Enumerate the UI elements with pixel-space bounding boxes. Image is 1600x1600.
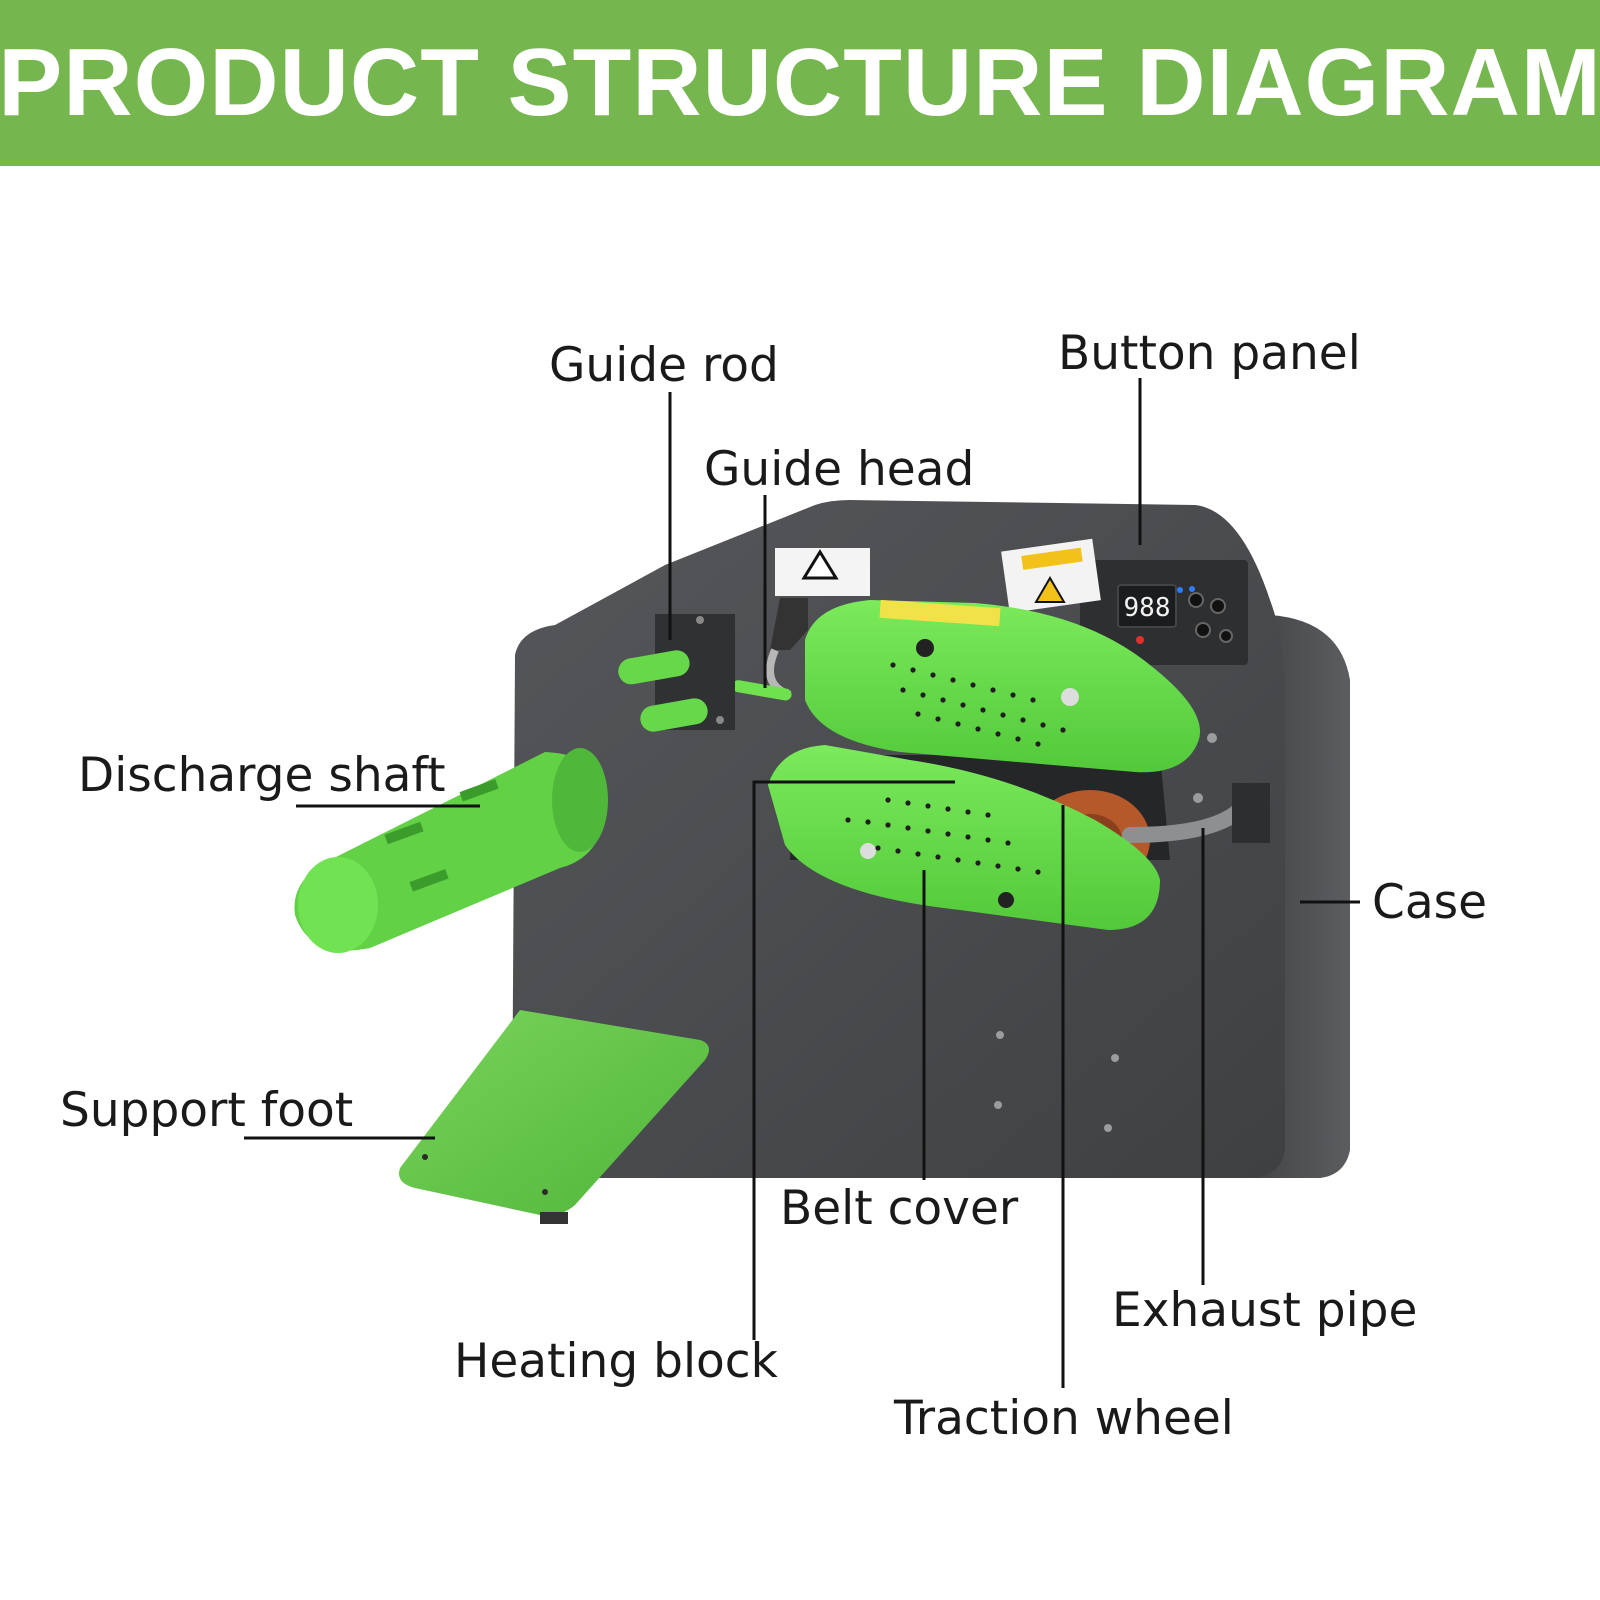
support-foot <box>399 1010 709 1216</box>
label-traction-wheel: Traction wheel <box>894 1391 1234 1446</box>
label-case: Case <box>1372 875 1488 930</box>
warning-sticker-icon <box>775 548 870 596</box>
label-belt-cover: Belt cover <box>780 1181 1019 1236</box>
display-readout: 988 <box>1124 593 1171 623</box>
vent-holes <box>845 662 1066 875</box>
guide-head <box>770 598 808 650</box>
label-guide-rod: Guide rod <box>549 338 779 393</box>
label-exhaust-pipe: Exhaust pipe <box>1112 1283 1418 1338</box>
label-guide-head: Guide head <box>704 442 975 497</box>
label-heating-block: Heating block <box>454 1334 778 1389</box>
leader-lines <box>244 378 1360 1388</box>
guide-rod <box>618 650 690 685</box>
belt-cover-upper <box>805 600 1200 773</box>
warning-sticker-icon <box>1001 538 1101 613</box>
label-discharge-shaft: Discharge shaft <box>78 748 446 803</box>
page-title: PRODUCT STRUCTURE DIAGRAM <box>0 29 1600 136</box>
title-banner: PRODUCT STRUCTURE DIAGRAM <box>0 0 1600 166</box>
label-support-foot: Support foot <box>60 1083 354 1138</box>
label-button-panel: Button panel <box>1058 326 1361 381</box>
